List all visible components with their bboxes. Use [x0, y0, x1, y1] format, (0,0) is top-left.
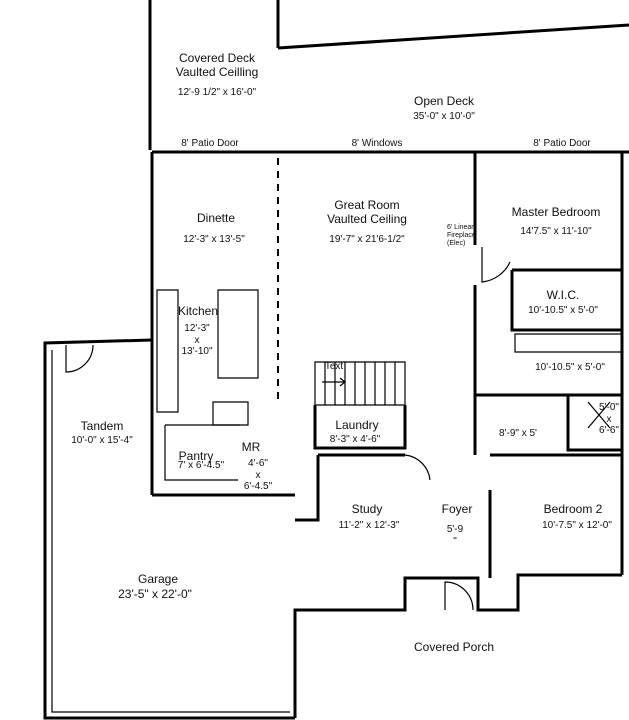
bedroom2-label: Bedroom 2: [543, 502, 603, 516]
patio-door-left-label: 8' Patio Door: [181, 138, 239, 149]
covered-deck-dims: 12'-9 1/2" x 16'-0": [177, 87, 257, 98]
mr-dims: 4'-6" x 6'-4.5": [243, 458, 273, 492]
great-room-label: Great Room Vaulted Ceiling: [327, 198, 407, 226]
pantry-dims: 7' x 6'-4.5": [177, 460, 225, 471]
wall-shower: [566, 395, 622, 452]
bedroom2-dims: 10'-7.5" x 12'-0": [542, 520, 612, 531]
shower-x: [587, 401, 611, 429]
garage-label: Garage: [137, 572, 179, 586]
mr-label: MR: [241, 440, 261, 454]
dinette-label: Dinette: [196, 211, 236, 225]
wall-right-lower: [293, 573, 622, 718]
master-bedroom-dims: 14'7.5" x 11'-10": [520, 226, 592, 237]
foyer-door: [404, 454, 431, 481]
laundry-label: Laundry: [335, 418, 379, 432]
kitchen-label: Kitchen: [177, 304, 219, 318]
stairs-text-label: Text: [324, 361, 344, 372]
kitchen-island: [217, 289, 259, 379]
wall-laundry: [313, 405, 407, 450]
wall-bedroom2: [488, 453, 622, 578]
wic-label: W.I.C.: [546, 288, 580, 302]
bath2-dims: 8'-9" x 5': [499, 428, 537, 439]
tandem-dims: 10'-0" x 15'-4": [71, 435, 133, 446]
study-label: Study: [351, 502, 383, 516]
study-dims: 11'-2" x 12'-3": [338, 520, 400, 531]
open-deck-dims: 35'-0" x 10'-0": [413, 111, 475, 122]
bath-vanity: [514, 333, 623, 353]
wall-bath: [473, 393, 622, 455]
foyer-label: Foyer: [441, 502, 473, 516]
kitchen-counter: [156, 289, 179, 413]
master-door: [481, 247, 511, 283]
laundry-dims: 8'-3" x 4'-6": [329, 434, 381, 445]
covered-deck-label: Covered Deck Vaulted Ceilling: [175, 51, 259, 79]
shower-dims: 5'-0" x 6'-6": [599, 402, 619, 436]
wall-wic: [510, 268, 622, 332]
kitchen-dims: 12'-3" x 13'-10": [181, 323, 213, 357]
windows-label: 8' Windows: [351, 138, 403, 149]
stairs-arrow: [322, 377, 346, 387]
covered-porch-label: Covered Porch: [413, 640, 495, 654]
wall-garage: [43, 338, 295, 720]
garage-inner-line: [51, 350, 290, 713]
wall-study: [295, 453, 405, 522]
patio-door-right-label: 8' Patio Door: [533, 138, 591, 149]
pantry-shelf: [164, 424, 240, 481]
wall-open-deck-top: [277, 23, 629, 50]
wic-dims: 10'-10.5" x 5'-0": [528, 305, 598, 316]
master-bath-dims: 10'-10.5" x 5'-0": [535, 362, 605, 373]
open-deck-label: Open Deck: [413, 94, 475, 108]
foyer-dims: 5'-9 ": [446, 524, 464, 547]
pantry-label: Pantry: [178, 449, 214, 463]
fireplace-label: 6' Linear Fireplace (Elec): [447, 224, 476, 248]
dinette-dims: 12'-3" x 13'-5": [183, 234, 245, 245]
tandem-door: [65, 344, 94, 373]
garage-dims: 23'-5" x 22'-0": [118, 587, 192, 601]
kitchen-fridge: [212, 401, 249, 426]
tandem-label: Tandem: [80, 419, 124, 433]
entry-door: [444, 581, 474, 611]
master-bedroom-label: Master Bedroom: [511, 205, 601, 219]
great-room-dims: 19'-7" x 21'6-1/2": [329, 234, 405, 245]
